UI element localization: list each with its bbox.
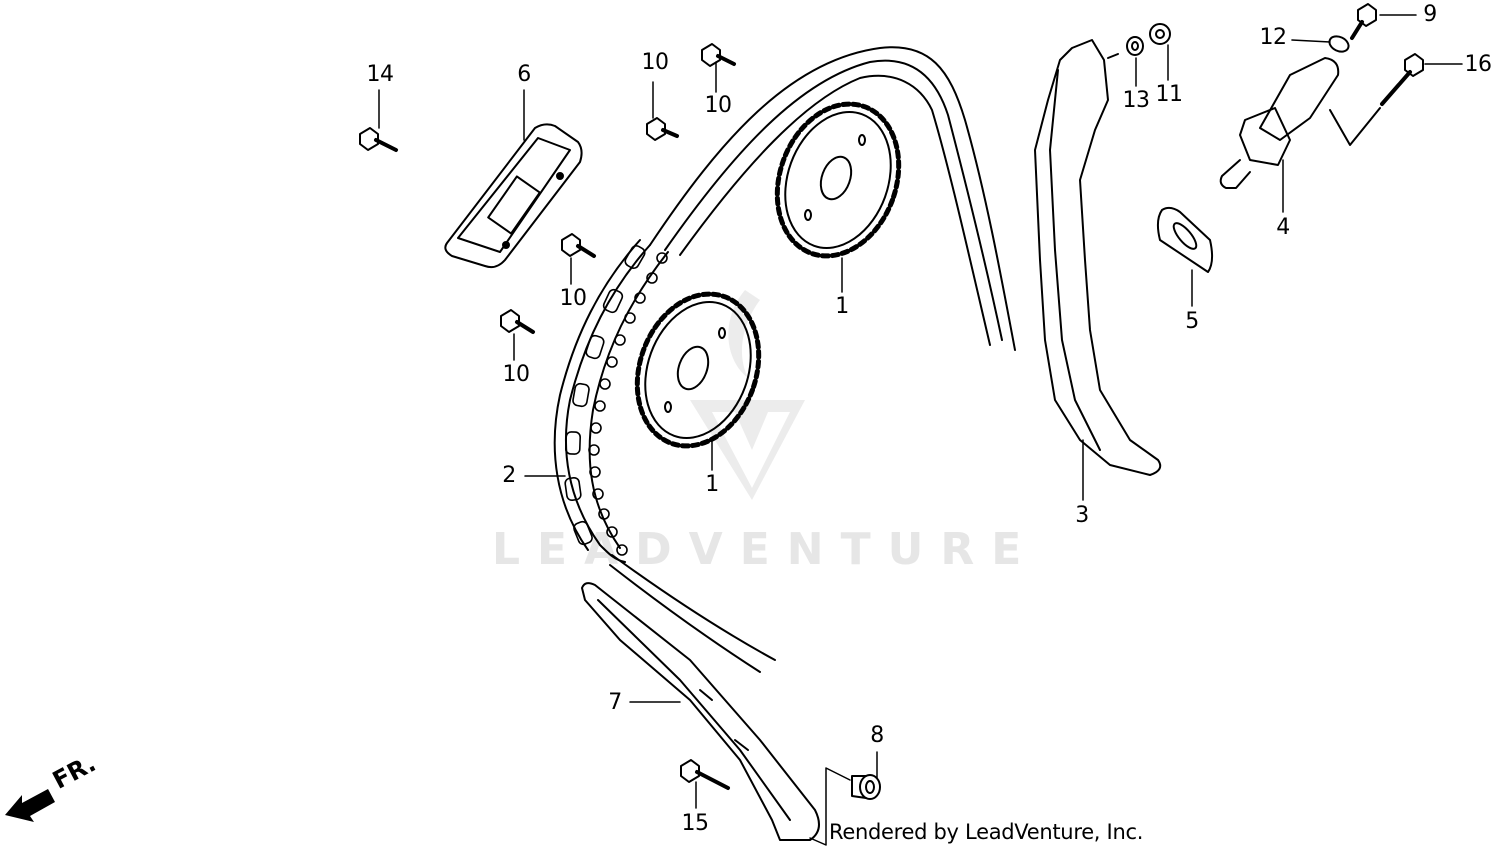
callout-10[interactable]: 10 bbox=[502, 362, 531, 387]
flange-bolt-10c-icon bbox=[561, 233, 596, 258]
callout-6[interactable]: 6 bbox=[517, 62, 531, 87]
callout-14[interactable]: 14 bbox=[366, 62, 395, 87]
tensioner-arm-icon bbox=[1034, 39, 1162, 476]
nut-11-icon bbox=[1149, 23, 1171, 45]
sealing-bolt-9-icon bbox=[1350, 3, 1377, 40]
callout-1[interactable]: 1 bbox=[705, 472, 719, 497]
flange-bolt-14-icon bbox=[359, 127, 398, 152]
chain-guide-plate-icon bbox=[444, 123, 583, 269]
front-direction-arrow-icon bbox=[5, 789, 55, 822]
callout-1[interactable]: 1 bbox=[835, 294, 849, 319]
callout-11[interactable]: 11 bbox=[1155, 82, 1184, 107]
washer-12-icon bbox=[1328, 35, 1350, 53]
cam-sprocket-upper-icon bbox=[774, 101, 902, 259]
watermark-logo-icon bbox=[690, 290, 805, 500]
flange-bolt-10a-icon bbox=[646, 117, 679, 141]
flange-bolt-10d-icon bbox=[500, 309, 535, 334]
flange-bolt-15-icon bbox=[680, 759, 730, 790]
callout-10[interactable]: 10 bbox=[641, 50, 670, 75]
callout-15[interactable]: 15 bbox=[681, 811, 710, 836]
callout-8[interactable]: 8 bbox=[870, 723, 884, 748]
render-credit: Rendered by LeadVenture, Inc. bbox=[829, 820, 1144, 844]
collar-8-icon bbox=[851, 774, 881, 800]
callout-3[interactable]: 3 bbox=[1075, 503, 1089, 528]
watermark-text: LEADVENTURE bbox=[492, 524, 1039, 575]
cam-chain-icon bbox=[553, 46, 1016, 673]
callout-4[interactable]: 4 bbox=[1276, 215, 1290, 240]
tensioner-lifter-icon bbox=[1219, 57, 1381, 189]
callout-16[interactable]: 16 bbox=[1464, 52, 1493, 77]
callout-5[interactable]: 5 bbox=[1185, 309, 1199, 334]
callout-13[interactable]: 13 bbox=[1122, 88, 1151, 113]
leader-lines bbox=[378, 14, 1463, 846]
gasket-icon bbox=[1156, 206, 1214, 273]
flange-bolt-10b-icon bbox=[701, 43, 736, 67]
callout-10[interactable]: 10 bbox=[704, 93, 733, 118]
callout-2[interactable]: 2 bbox=[502, 463, 516, 488]
callout-7[interactable]: 7 bbox=[608, 690, 622, 715]
callout-12[interactable]: 12 bbox=[1259, 25, 1288, 50]
washer-13-icon bbox=[1126, 36, 1144, 56]
callout-9[interactable]: 9 bbox=[1423, 2, 1437, 27]
flange-bolt-16-icon bbox=[1380, 53, 1424, 106]
cam-sprocket-lower-icon bbox=[634, 291, 762, 449]
callout-10[interactable]: 10 bbox=[559, 286, 588, 311]
chain-guide-icon bbox=[581, 582, 820, 841]
